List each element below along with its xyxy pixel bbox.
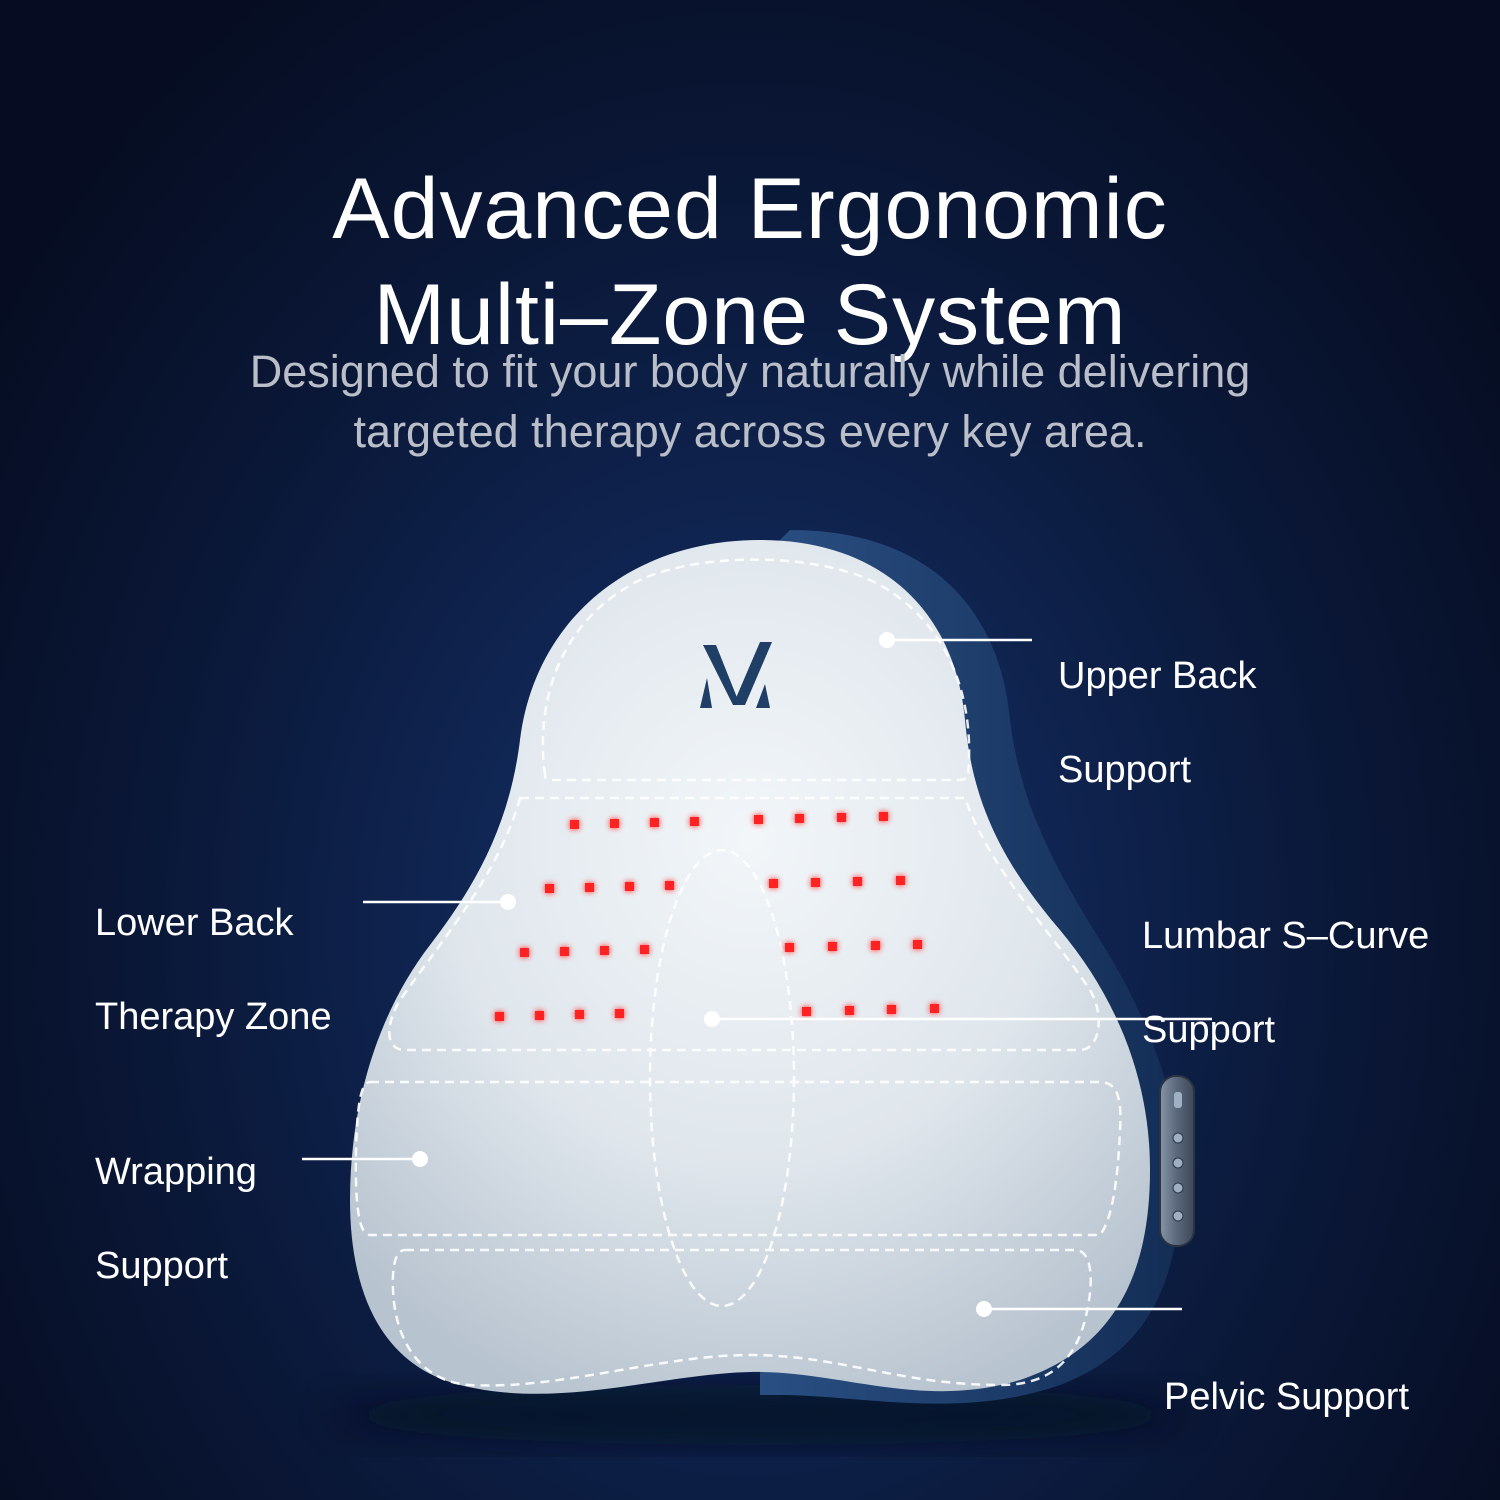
leader-dot-lower-back (500, 894, 516, 910)
led (520, 948, 529, 957)
title-line-1: Advanced Ergonomic (332, 160, 1168, 257)
led (896, 876, 905, 885)
led (769, 879, 778, 888)
led (610, 819, 619, 828)
led (560, 947, 569, 956)
callout-lower-back-line-1: Lower Back (95, 902, 294, 944)
control-button (1172, 1182, 1184, 1194)
led (879, 812, 888, 821)
title-line-2: Multi–Zone System (373, 266, 1127, 363)
callout-wrapping-line-2: Support (95, 1245, 229, 1287)
led (837, 813, 846, 822)
led (871, 941, 880, 950)
led (930, 1004, 939, 1013)
page-subtitle: Designed to fit your body naturally whil… (0, 342, 1500, 462)
led (650, 818, 659, 827)
led (570, 820, 579, 829)
control-button (1172, 1157, 1184, 1169)
zone-pelvic-outline (391, 1248, 1092, 1387)
led (853, 877, 862, 886)
led (575, 1010, 584, 1019)
callout-leaders (302, 632, 1212, 1317)
callout-upper-back-line-2: Support (1058, 749, 1192, 791)
leader-dot-lumbar (704, 1011, 720, 1027)
led (811, 878, 820, 887)
page-title: Advanced Ergonomic Multi–Zone System (0, 156, 1500, 368)
led (535, 1011, 544, 1020)
subtitle-line-2: targeted therapy across every key area. (353, 406, 1147, 457)
control-button (1172, 1132, 1184, 1144)
zone-lower-back-outline (388, 796, 1100, 1052)
led (600, 946, 609, 955)
led (640, 945, 649, 954)
led (665, 881, 674, 890)
led (795, 814, 804, 823)
led (545, 884, 554, 893)
led (585, 883, 594, 892)
stitch-lines (354, 558, 1122, 1387)
led (625, 882, 634, 891)
callout-lower-back-line-2: Therapy Zone (95, 996, 332, 1038)
control-panel-indicator (1174, 1092, 1182, 1108)
led (828, 942, 837, 951)
callout-lumbar-line-2: Support (1142, 1009, 1276, 1051)
brand-logo-icon (700, 642, 772, 708)
leader-dot-wrapping (412, 1151, 428, 1167)
callout-upper-back-line-1: Upper Back (1058, 655, 1257, 697)
led (802, 1007, 811, 1016)
callout-pelvic-line-1: Pelvic Support (1164, 1376, 1410, 1418)
callout-pelvic: Pelvic Support (1164, 1327, 1409, 1468)
zone-lumbar-outline (648, 848, 796, 1308)
led (913, 940, 922, 949)
led (495, 1012, 504, 1021)
callout-lower-back: Lower Back Therapy Zone (95, 853, 332, 1088)
leader-dot-upper-back (879, 632, 895, 648)
subtitle-line-1: Designed to fit your body naturally whil… (249, 346, 1251, 397)
led (754, 815, 763, 824)
led (785, 943, 794, 952)
callout-lumbar-line-1: Lumbar S–Curve (1142, 915, 1430, 957)
control-button (1172, 1210, 1184, 1222)
led (887, 1005, 896, 1014)
control-panel-icon (1159, 1075, 1195, 1247)
callout-upper-back: Upper Back Support (1058, 606, 1257, 841)
led (845, 1006, 854, 1015)
cushion-body (350, 540, 1150, 1394)
red-light-leds (495, 812, 939, 1021)
led (615, 1009, 624, 1018)
callout-wrapping: Wrapping Support (95, 1102, 257, 1337)
callout-wrapping-line-1: Wrapping (95, 1151, 257, 1193)
callout-lumbar: Lumbar S–Curve Support (1142, 866, 1429, 1101)
leader-dot-pelvic (976, 1301, 992, 1317)
led (690, 817, 699, 826)
zone-upper-back-outline (541, 558, 971, 782)
